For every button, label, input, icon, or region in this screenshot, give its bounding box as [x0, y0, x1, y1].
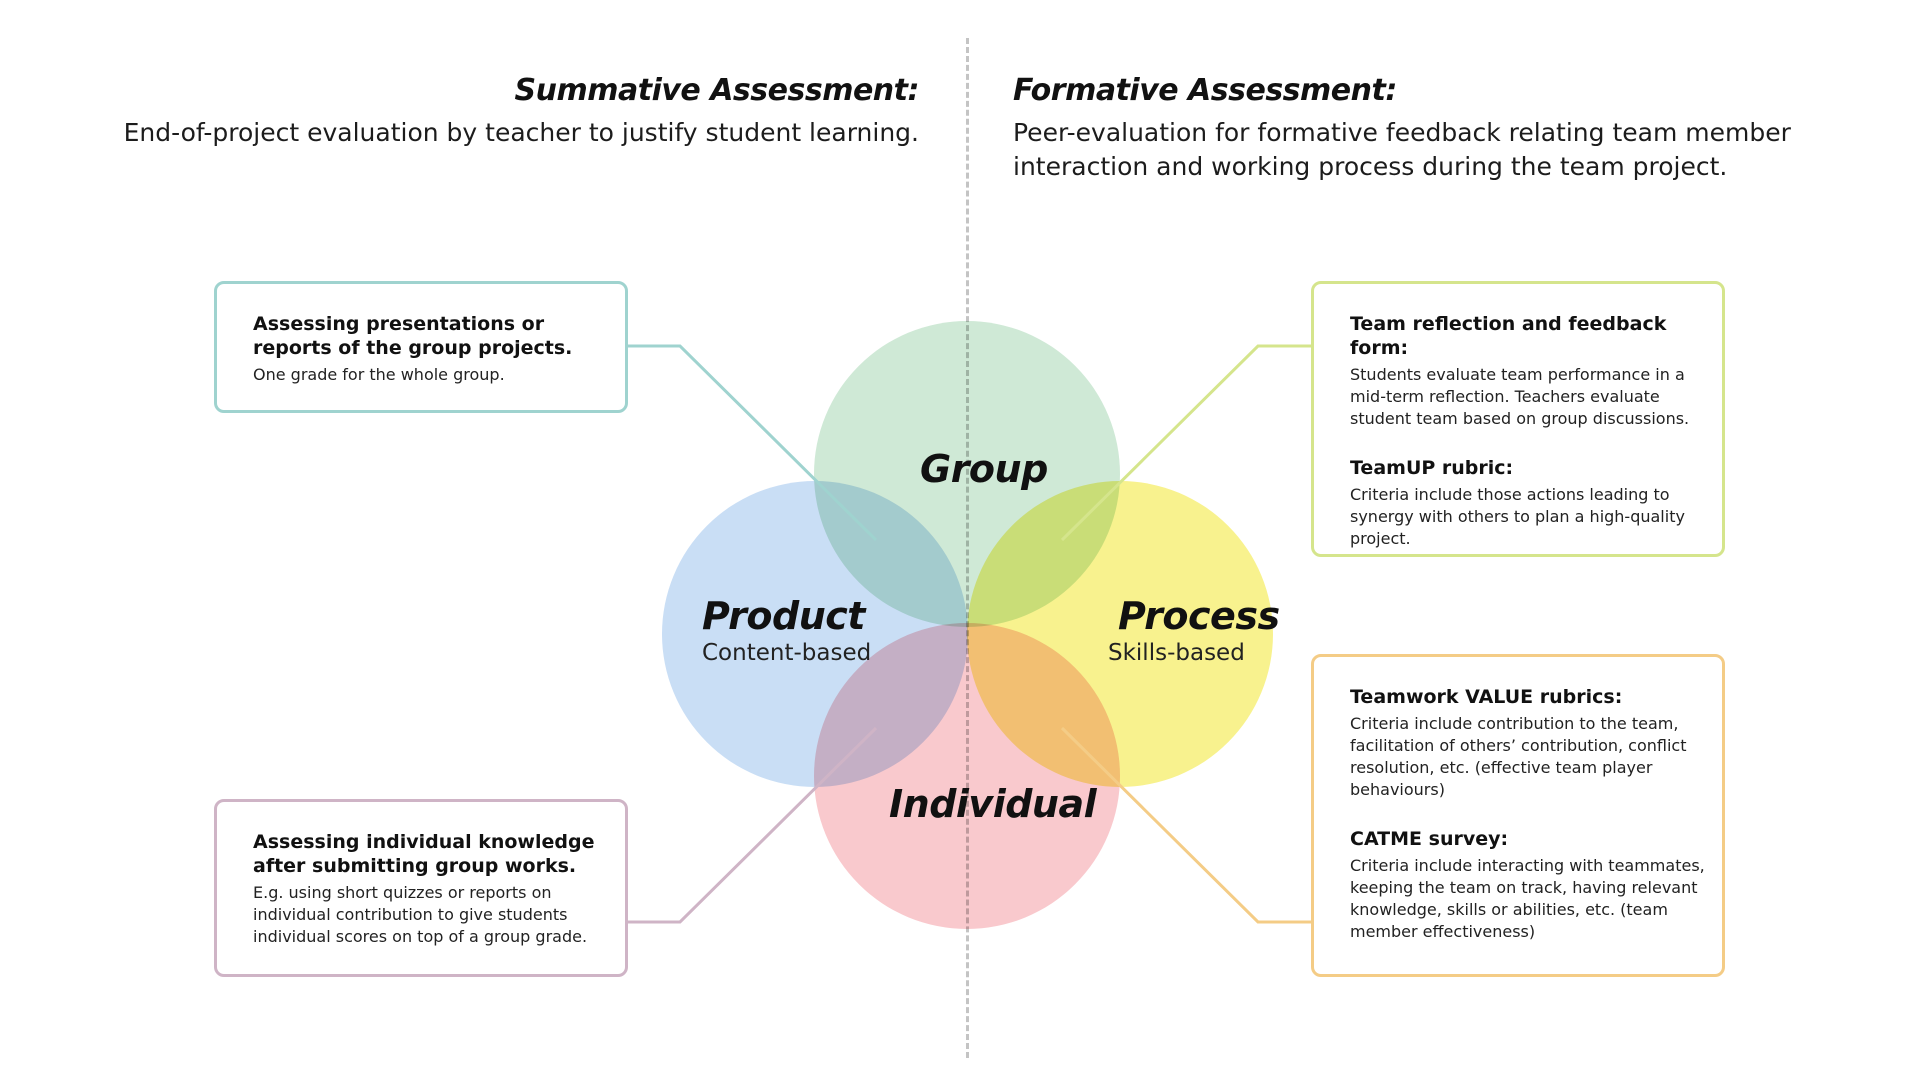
group-box-body: One grade for the whole group. [253, 365, 505, 384]
individual-circle [814, 623, 1120, 929]
individual-assessment-box: Assessing individual knowledge after sub… [214, 799, 628, 977]
team-feedback-connector-line [1060, 344, 1311, 542]
value-rubric-title: Teamwork VALUE rubrics: [1350, 686, 1623, 708]
formative-description: Peer-evaluation for formative feedback r… [1013, 118, 1791, 181]
value-rubric-connector-line [1060, 726, 1311, 924]
catme-survey-body: Criteria include interacting with teamma… [1350, 856, 1705, 941]
group-assessment-box: Assessing presentations or reports of th… [214, 281, 628, 413]
group-box-title: Assessing presentations or reports of th… [253, 313, 573, 359]
individual-box-body: E.g. using short quizzes or reports on i… [253, 883, 588, 946]
process-sublabel: Skills-based [1108, 640, 1245, 666]
team-feedback-box: Team reflection and feedback form: Stude… [1311, 281, 1725, 557]
formative-heading: Formative Assessment: [1013, 73, 1397, 108]
product-label: Product [702, 594, 865, 638]
team-feedback-body: Students evaluate team performance in a … [1350, 365, 1690, 428]
value-rubric-body: Criteria include contribution to the tea… [1350, 714, 1687, 799]
individual-box-title: Assessing individual knowledge after sub… [253, 831, 595, 877]
teamup-rubric-body: Criteria include those actions leading t… [1350, 485, 1685, 548]
product-sublabel: Content-based [702, 640, 872, 666]
individual-label: Individual [889, 782, 1097, 826]
summative-description: End-of-project evaluation by teacher to … [123, 118, 919, 147]
value-rubric-box: Teamwork VALUE rubrics: Criteria include… [1311, 654, 1725, 977]
group-connector-line [628, 344, 878, 542]
catme-survey-title: CATME survey: [1350, 828, 1509, 850]
summative-heading: Summative Assessment: [514, 73, 920, 108]
individual-connector-line [628, 726, 878, 924]
process-label: Process [1118, 594, 1280, 638]
team-feedback-title: Team reflection and feedback form: [1350, 313, 1667, 359]
teamup-rubric-title: TeamUP rubric: [1350, 457, 1514, 479]
group-label: Group [920, 447, 1048, 491]
